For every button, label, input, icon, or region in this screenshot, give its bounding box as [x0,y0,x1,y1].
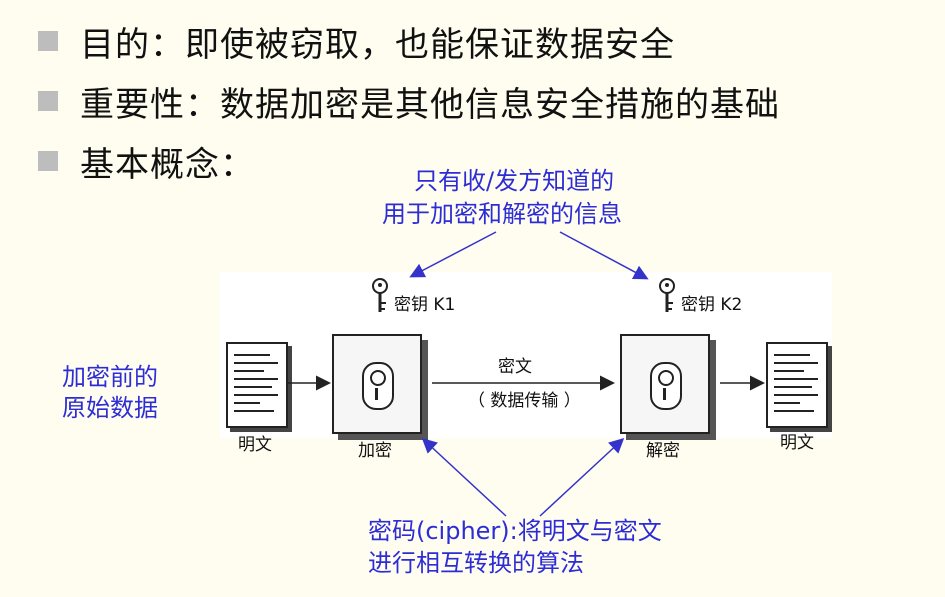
bullet-item-concepts: 基本概念： [38,138,255,185]
lock-icon [650,362,682,410]
cipher-note-arrow-encrypt [421,437,507,517]
key-icon [659,278,675,312]
encrypt-label: 加密 [358,441,392,461]
lock-icon [362,362,394,410]
bullet-item-purpose: 目的：即使被窃取，也能保证数据安全 [38,18,675,65]
key1-label: 密钥 K1 [394,295,456,315]
document-icon [226,342,288,428]
plaintext-note-line2: 原始数据 [62,394,158,422]
bullet-text: 重要性：数据加密是其他信息安全措施的基础 [80,84,780,125]
ciphertext-label: 密文 [498,357,532,377]
key-info-note-line1: 只有收/发方知道的 [414,167,615,195]
key-info-note-line2: 用于加密和解密的信息 [382,200,622,228]
key2-label: 密钥 K2 [681,295,743,315]
document-icon [766,342,828,428]
bullet-marker [38,91,58,111]
bullet-text: 基本概念： [80,144,255,185]
encryption-diagram: 密钥 K1 密钥 K2 明文 加密 密文 （ 数据传输 ） 解密 [220,272,832,461]
plaintext-right-label: 明文 [780,433,814,453]
plaintext-left-label: 明文 [238,435,272,455]
key-icon [372,278,388,312]
cipher-note-arrow-decrypt [539,437,625,517]
transfer-label: （ 数据传输 ） [468,391,581,411]
decrypt-label: 解密 [646,441,680,461]
encrypt-box [332,334,422,434]
decrypt-box [620,334,710,434]
key-note-arrow-k1 [409,231,497,278]
cipher-note-line2: 进行相互转换的算法 [368,549,584,577]
bullet-item-importance: 重要性：数据加密是其他信息安全措施的基础 [38,78,780,125]
bullet-marker [38,151,58,171]
bullet-text: 目的：即使被窃取，也能保证数据安全 [80,24,675,65]
bullet-marker [38,31,58,51]
cipher-note-line1: 密码(cipher):将明文与密文 [368,517,662,545]
plaintext-note-line1: 加密前的 [62,363,158,391]
